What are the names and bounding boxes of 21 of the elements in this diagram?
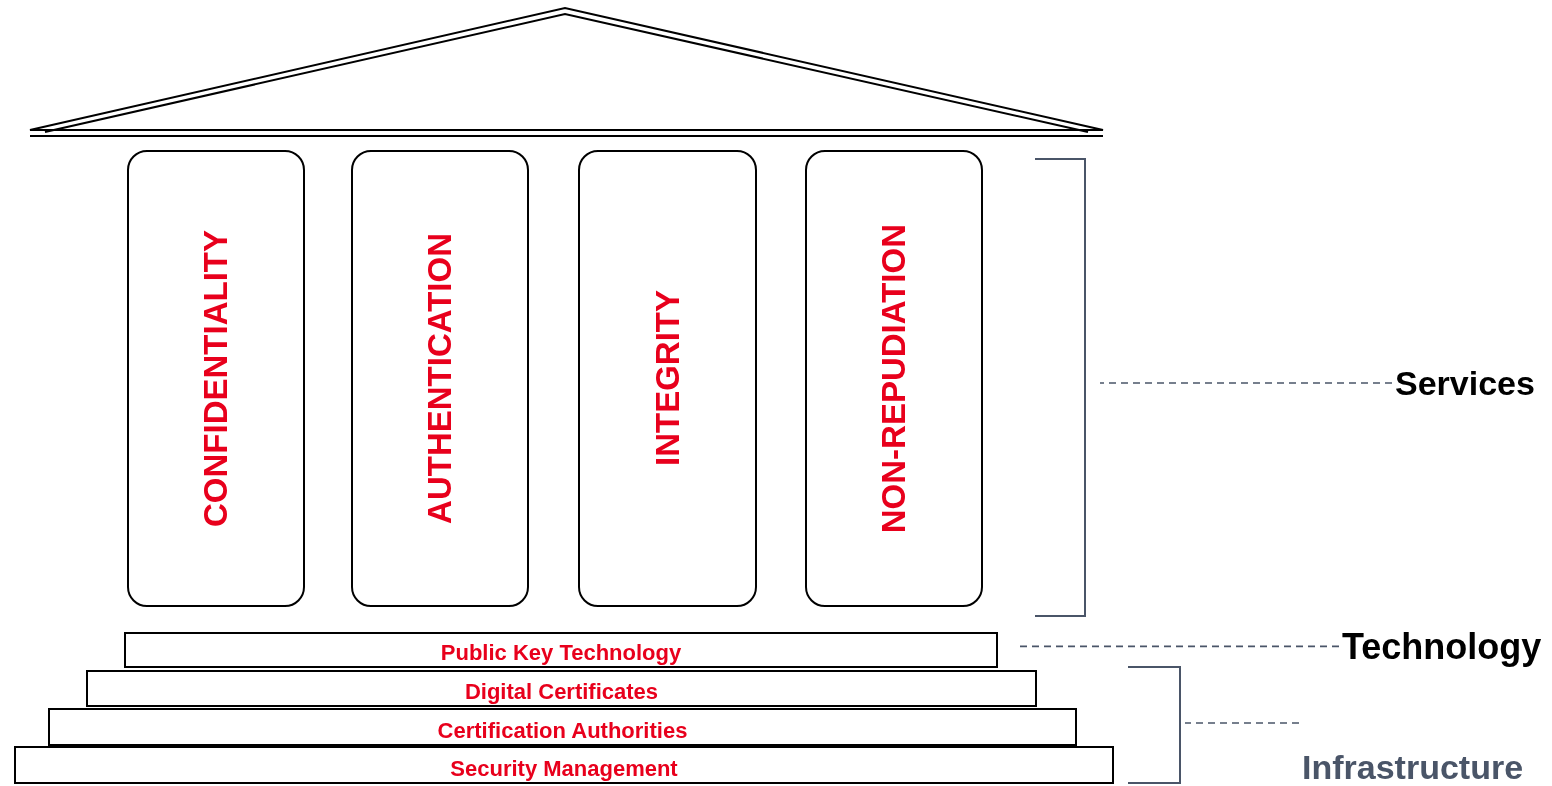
leader-line (1184, 722, 1300, 724)
pillar-label: INTEGRITY (648, 290, 687, 467)
pillar (805, 150, 983, 607)
pillar (351, 150, 529, 607)
section-label: Services (1395, 364, 1535, 403)
step-slab (86, 670, 1037, 707)
pillar-label: CONFIDENTIALITY (197, 230, 235, 527)
step-label: Public Key Technology (440, 640, 682, 666)
pillar (127, 150, 305, 607)
pillar-label: NON-REPUDIATION (875, 223, 913, 534)
step-label: Security Management (450, 756, 678, 782)
pillar (578, 150, 757, 607)
step-slab (14, 746, 1114, 784)
section-label: Infrastructure (1302, 714, 1524, 786)
pillar-label: AUTHENTICATION (421, 233, 459, 524)
step-slab (48, 708, 1077, 746)
leader-line (1099, 382, 1393, 384)
step-slab (124, 632, 998, 668)
section-label: Technology (1342, 626, 1542, 668)
step-label: Digital Certificates (464, 679, 659, 705)
step-label: Certification Authorities (437, 718, 688, 744)
